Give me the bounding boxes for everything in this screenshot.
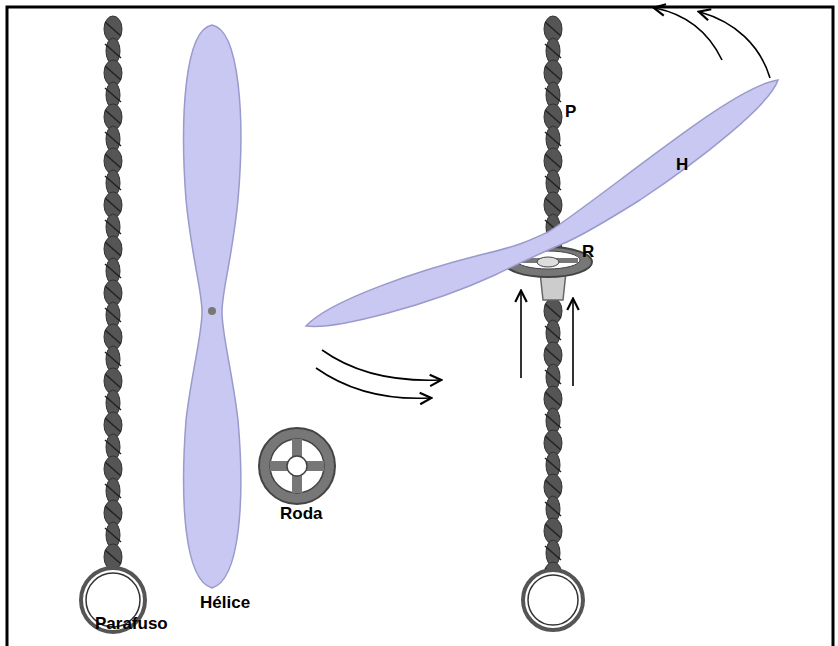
- wheel: [259, 428, 335, 504]
- part-letter: R: [582, 243, 594, 262]
- part-name: Hélice: [200, 594, 250, 613]
- screw: [544, 16, 562, 588]
- propeller-hole: [208, 307, 216, 315]
- part-letter: P: [565, 103, 576, 122]
- propeller: [306, 80, 778, 326]
- screw: [104, 16, 122, 570]
- part-letter: H: [676, 156, 688, 175]
- propeller: [184, 25, 241, 588]
- part-name: Roda: [280, 505, 323, 524]
- screw-ring: [523, 570, 583, 630]
- part-name: Parafuso: [95, 615, 168, 634]
- rotation-arrows: [316, 8, 770, 398]
- frame: [7, 7, 833, 646]
